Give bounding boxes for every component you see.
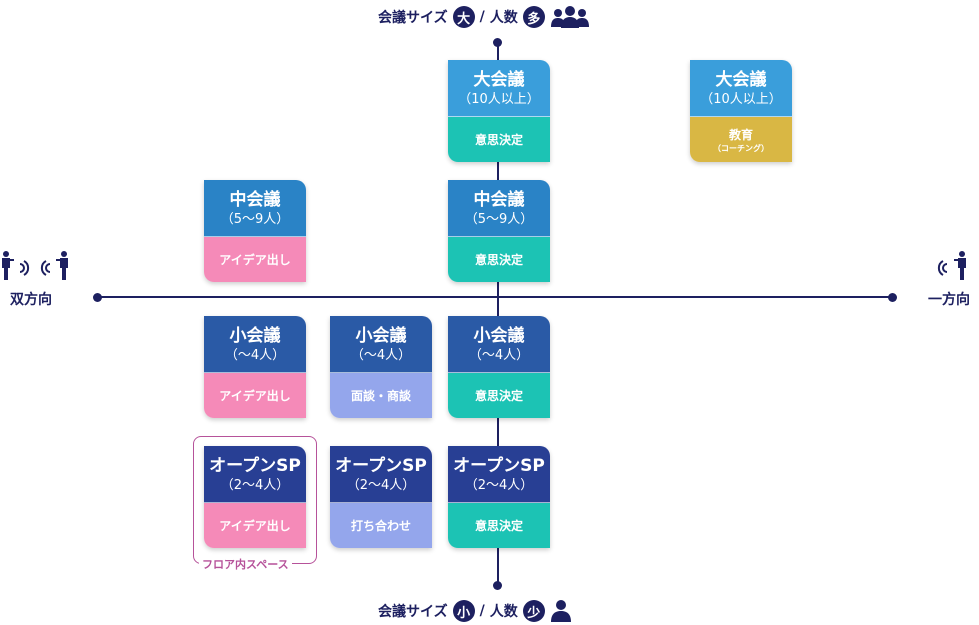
room-type: 小会議 — [473, 325, 525, 346]
axis-dot-bottom — [493, 581, 502, 590]
one-way-communication-icon — [937, 251, 966, 280]
room-purpose: 面談・商談 — [330, 373, 432, 418]
people-group-icon — [550, 6, 589, 28]
room-capacity: （〜4人） — [350, 347, 412, 363]
room-purpose: 意思決定 — [448, 503, 550, 548]
purpose-text: 意思決定 — [474, 389, 523, 403]
axis-dot-top — [493, 38, 502, 47]
room-type: 大会議 — [715, 69, 767, 90]
room-purpose: 意思決定 — [448, 237, 550, 282]
vertical-axis — [497, 42, 499, 586]
room-purpose: 教育（コーチング） — [690, 117, 792, 162]
room-capacity: （2〜4人） — [346, 477, 416, 493]
purpose-text: 意思決定 — [474, 519, 523, 533]
room-purpose: アイデア出し — [204, 237, 306, 282]
purpose-text: 打ち合わせ — [350, 519, 411, 533]
room-purpose: 打ち合わせ — [330, 503, 432, 548]
room-card-header: 小会議（〜4人） — [448, 316, 550, 373]
room-card: 中会議（5〜9人） 意思決定 — [448, 180, 550, 282]
room-purpose: 意思決定 — [448, 373, 550, 418]
top-axis-label: 会議サイズ 大 / 人数 多 — [378, 5, 590, 29]
purpose-text: アイデア出し — [219, 519, 291, 533]
size-badge: 小 — [452, 600, 475, 622]
axis-dot-left — [93, 293, 102, 302]
label-text: 会議サイズ — [378, 604, 448, 620]
room-card-header: 中会議（5〜9人） — [204, 180, 306, 237]
axis-dot-right — [888, 293, 897, 302]
room-type: 小会議 — [355, 325, 407, 346]
room-type: 中会議 — [229, 189, 281, 210]
purpose-text: 教育 — [728, 127, 753, 142]
room-purpose: 意思決定 — [448, 117, 550, 162]
room-card: 小会議（〜4人） 意思決定 — [448, 316, 550, 418]
room-type: オープンSP — [453, 455, 545, 476]
label-text: 会議サイズ — [378, 10, 448, 26]
count-badge: 少 — [522, 600, 545, 622]
room-card-header: オープンSP（2〜4人） — [448, 446, 550, 503]
room-card-header: 大会議（10人以上） — [690, 60, 792, 117]
purpose-note: （コーチング） — [713, 143, 769, 153]
room-card: 大会議（10人以上） 意思決定 — [448, 60, 550, 162]
room-capacity: （2〜4人） — [220, 477, 290, 493]
label-text: 人数 — [489, 604, 518, 620]
count-badge: 多 — [522, 6, 545, 28]
room-card-header: 中会議（5〜9人） — [448, 180, 550, 237]
room-capacity: （5〜9人） — [220, 211, 290, 227]
purpose-text: 意思決定 — [474, 253, 523, 267]
room-card: 小会議（〜4人） アイデア出し — [204, 316, 306, 418]
room-type: オープンSP — [209, 455, 301, 476]
room-purpose: アイデア出し — [204, 503, 306, 548]
room-card: オープンSP（2〜4人） 打ち合わせ — [330, 446, 432, 548]
right-axis-label: 一方向 — [928, 292, 970, 308]
purpose-text: アイデア出し — [219, 253, 291, 267]
room-capacity: （〜4人） — [468, 347, 530, 363]
room-card-header: オープンSP（2〜4人） — [330, 446, 432, 503]
room-card: 大会議（10人以上）教育（コーチング） — [690, 60, 792, 162]
room-type: 中会議 — [473, 189, 525, 210]
label-text: 人数 — [489, 10, 518, 26]
room-type: オープンSP — [335, 455, 427, 476]
room-card: 小会議（〜4人） 面談・商談 — [330, 316, 432, 418]
room-card: オープンSP（2〜4人） 意思決定 — [448, 446, 550, 548]
left-axis-label: 双方向 — [10, 292, 52, 308]
separator: / — [479, 9, 485, 25]
purpose-text: 面談・商談 — [350, 389, 411, 403]
room-capacity: （10人以上） — [458, 91, 540, 107]
horizontal-axis — [97, 296, 893, 298]
room-type: 小会議 — [229, 325, 281, 346]
room-capacity: （5〜9人） — [464, 211, 534, 227]
room-capacity: （〜4人） — [224, 347, 286, 363]
size-badge: 大 — [452, 6, 475, 28]
room-card-header: 小会議（〜4人） — [330, 316, 432, 373]
room-card-header: 大会議（10人以上） — [448, 60, 550, 117]
person-icon — [550, 600, 571, 622]
two-way-communication-icon — [2, 251, 68, 280]
room-card: オープンSP（2〜4人） アイデア出し — [204, 446, 306, 548]
room-card-header: オープンSP（2〜4人） — [204, 446, 306, 503]
room-capacity: （2〜4人） — [464, 477, 534, 493]
purpose-text: アイデア出し — [219, 389, 291, 403]
bottom-axis-label: 会議サイズ 小 / 人数 少 — [378, 599, 572, 623]
floor-space-label: フロア内スペース — [199, 556, 292, 572]
room-purpose: アイデア出し — [204, 373, 306, 418]
room-card-header: 小会議（〜4人） — [204, 316, 306, 373]
room-card: 中会議（5〜9人） アイデア出し — [204, 180, 306, 282]
purpose-text: 意思決定 — [474, 133, 523, 147]
separator: / — [479, 603, 485, 619]
room-capacity: （10人以上） — [700, 91, 782, 107]
room-type: 大会議 — [473, 69, 525, 90]
